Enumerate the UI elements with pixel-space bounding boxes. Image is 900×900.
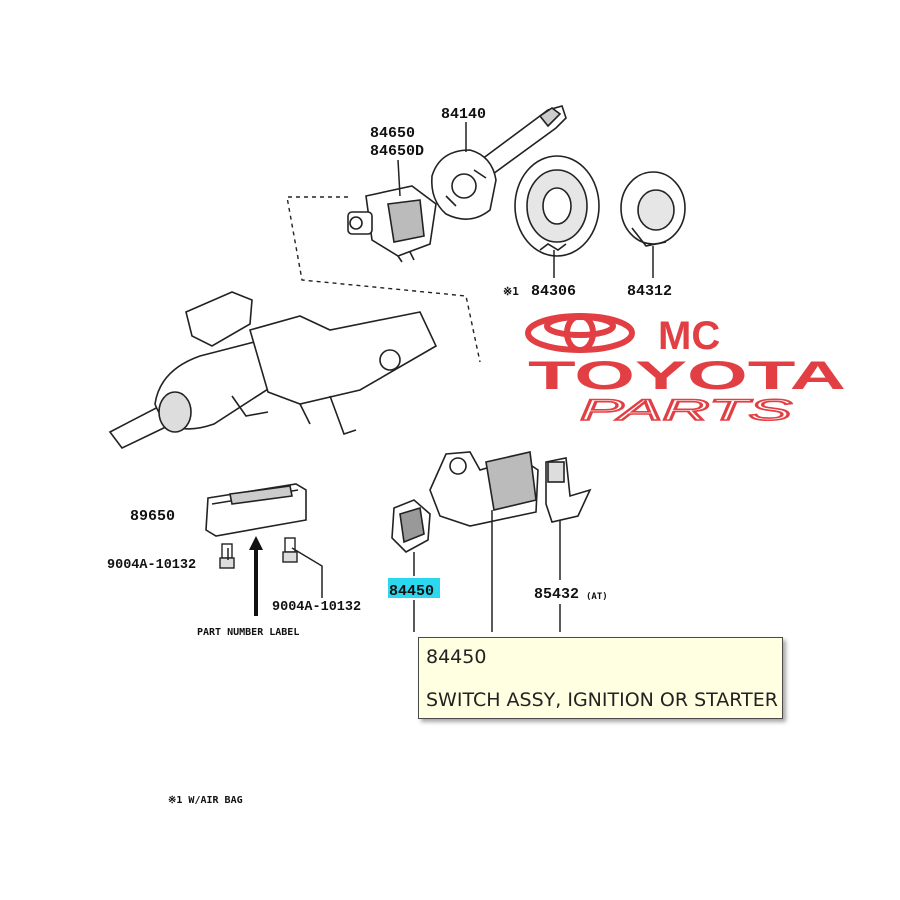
- part-number-84650d[interactable]: 84650D: [370, 143, 424, 160]
- bolt-left-drawing[interactable]: [219, 543, 235, 569]
- part-number-84312[interactable]: 84312: [627, 283, 672, 300]
- part-number-84650[interactable]: 84650: [370, 125, 415, 142]
- bolt-right-drawing[interactable]: [282, 537, 298, 563]
- watermark-mc: MC: [658, 314, 720, 358]
- part-number-84450[interactable]: 84450: [389, 583, 434, 600]
- key-interlock-solenoid-drawing[interactable]: [545, 457, 592, 523]
- ignition-switch-housing-drawing[interactable]: [429, 451, 539, 527]
- part-tooltip: 84450 SWITCH ASSY, IGNITION OR STARTER: [418, 637, 783, 719]
- toyota-emblem-icon: [525, 313, 635, 353]
- ignition-switch-drawing[interactable]: [391, 499, 431, 553]
- part-number-label-arrow: [249, 536, 263, 616]
- part-number-9004a-right[interactable]: 9004A-10132: [272, 600, 361, 615]
- note-85432-at: (AT): [586, 592, 608, 602]
- note-marker-84306: ※1: [503, 285, 519, 298]
- part-number-89650[interactable]: 89650: [130, 508, 175, 525]
- highlight-84450: [388, 578, 440, 598]
- part-number-84306[interactable]: 84306: [531, 283, 576, 300]
- combination-switch-lever-drawing[interactable]: [430, 105, 567, 220]
- part-number-85432[interactable]: 85432: [534, 586, 579, 603]
- part-number-9004a-left[interactable]: 9004A-10132: [107, 558, 196, 573]
- footnote-air-bag: ※1 W/AIR BAG: [168, 795, 243, 806]
- watermark-logo: MC TOYOTA PARTS: [525, 313, 846, 428]
- group-dashed-outline: [286, 196, 481, 363]
- key-cylinder-housing-drawing[interactable]: [347, 185, 437, 263]
- watermark-toyota: TOYOTA: [528, 354, 846, 398]
- watermark-parts: PARTS: [580, 394, 792, 427]
- tooltip-part-description: SWITCH ASSY, IGNITION OR STARTER: [426, 689, 778, 711]
- part-number-label-caption: PART NUMBER LABEL: [197, 627, 299, 638]
- power-steering-ecu-drawing[interactable]: [205, 483, 307, 537]
- steering-sensor-drawing[interactable]: [620, 171, 686, 247]
- spiral-cable-drawing[interactable]: [514, 155, 600, 257]
- tooltip-part-code: 84450: [426, 646, 487, 668]
- part-number-84140[interactable]: 84140: [441, 106, 486, 123]
- steering-column-drawing[interactable]: [108, 291, 438, 450]
- leader-lines: [227, 122, 654, 632]
